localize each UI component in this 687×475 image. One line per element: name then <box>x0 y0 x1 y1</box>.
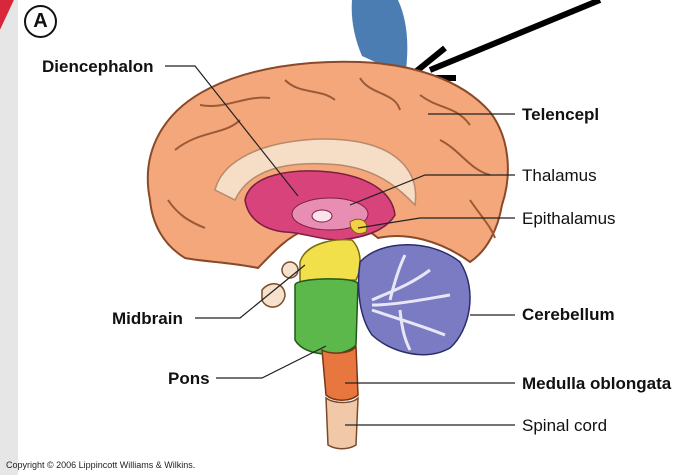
panel-letter: A <box>24 5 57 38</box>
pointer-arrow <box>408 0 600 78</box>
spinal-cord-region <box>326 398 358 449</box>
interthalamic-adhesion <box>312 210 332 222</box>
label-thalamus: Thalamus <box>522 167 597 184</box>
label-cerebellum: Cerebellum <box>522 306 615 323</box>
label-midbrain: Midbrain <box>112 310 183 327</box>
pons-region <box>295 279 358 354</box>
medulla-region <box>322 346 358 400</box>
copyright-notice: Copyright © 2006 Lippincott Williams & W… <box>6 460 195 470</box>
label-medulla-oblongata: Medulla oblongata <box>522 375 671 392</box>
pituitary-gland <box>262 284 285 307</box>
slide-grey-bar <box>0 0 18 475</box>
label-epithalamus: Epithalamus <box>522 210 616 227</box>
label-spinal-cord: Spinal cord <box>522 417 607 434</box>
label-pons: Pons <box>168 370 210 387</box>
label-telencephalon: Telencepl <box>522 106 599 123</box>
mammillary-body <box>282 262 298 278</box>
label-diencephalon: Diencephalon <box>42 58 153 75</box>
midbrain-region <box>300 240 360 282</box>
